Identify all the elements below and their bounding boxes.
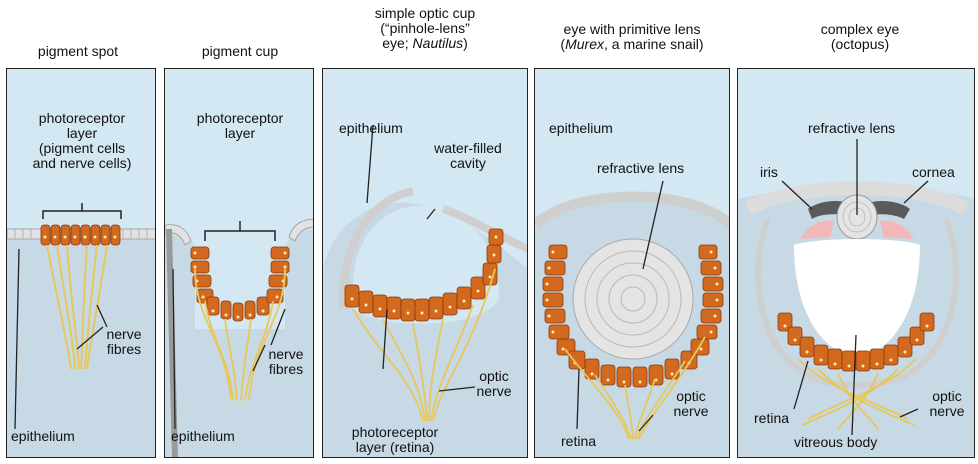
label-optic-nerve: optic nerve xyxy=(920,389,974,419)
label-retina: retina xyxy=(561,434,596,449)
photoreceptor-cells xyxy=(191,247,289,321)
label-iris: iris xyxy=(760,165,778,180)
panel-4-title-line1: eye with primitive lens xyxy=(564,21,701,37)
label-cornea: cornea xyxy=(912,165,955,180)
panel-3-title-line1: simple optic cup xyxy=(375,5,475,21)
panel-pigment-spot: photoreceptor layer (pigment cells and n… xyxy=(6,68,156,458)
panel-1-title: pigment spot xyxy=(8,44,148,59)
label-epithelium: epithelium xyxy=(549,121,613,136)
tissue xyxy=(165,229,314,458)
panel-3-title-line3: eye; xyxy=(382,35,412,51)
photoreceptor-bracket xyxy=(205,221,275,241)
panel-3-title-line2: (“pinhole-lens” xyxy=(380,20,469,36)
panel-4-title: eye with primitive lens (Murex, a marine… xyxy=(532,22,732,52)
panel-primitive-lens: epithelium refractive lens optic nerve r… xyxy=(534,68,730,458)
panel-5-title: complex eye (octopus) xyxy=(760,22,960,52)
panel-4-title-italic: Murex xyxy=(565,36,604,52)
label-nerve-fibres: nerve fibres xyxy=(257,347,314,377)
label-optic-nerve: optic nerve xyxy=(661,389,721,419)
label-photoreceptor-retina: photoreceptor layer (retina) xyxy=(325,425,465,455)
photoreceptor-bracket xyxy=(43,203,121,219)
panel-simple-optic-cup: epithelium water-filled cavity optic ner… xyxy=(322,68,528,458)
label-refractive-lens: refractive lens xyxy=(808,121,895,136)
label-water-filled-cavity: water-filled cavity xyxy=(413,141,523,171)
panel-3-title-end: ) xyxy=(463,35,468,51)
label-refractive-lens: refractive lens xyxy=(597,161,684,176)
panel-3-title: simple optic cup (“pinhole-lens” eye; Na… xyxy=(325,6,525,51)
primitive-lens xyxy=(573,239,693,359)
label-epithelium: epithelium xyxy=(171,429,235,444)
panel-4-title-rest: , a marine snail) xyxy=(604,36,704,52)
panel-2-title: pigment cup xyxy=(165,44,315,59)
label-retina: retina xyxy=(754,411,789,426)
label-photoreceptor-layer: photoreceptor layer (pigment cells and n… xyxy=(9,111,155,171)
panel-pigment-cup: photoreceptor layer nerve fibres epithel… xyxy=(164,68,314,458)
panel-complex-eye: refractive lens iris cornea retina optic… xyxy=(737,68,975,458)
panel-3-title-italic: Nautilus xyxy=(413,35,464,51)
label-epithelium: epithelium xyxy=(11,429,75,444)
label-nerve-fibres: nerve fibres xyxy=(92,327,156,357)
label-photoreceptor-layer: photoreceptor layer xyxy=(167,111,313,141)
label-epithelium: epithelium xyxy=(339,121,403,136)
label-optic-nerve: optic nerve xyxy=(463,369,525,399)
label-vitreous-body: vitreous body xyxy=(794,435,877,450)
